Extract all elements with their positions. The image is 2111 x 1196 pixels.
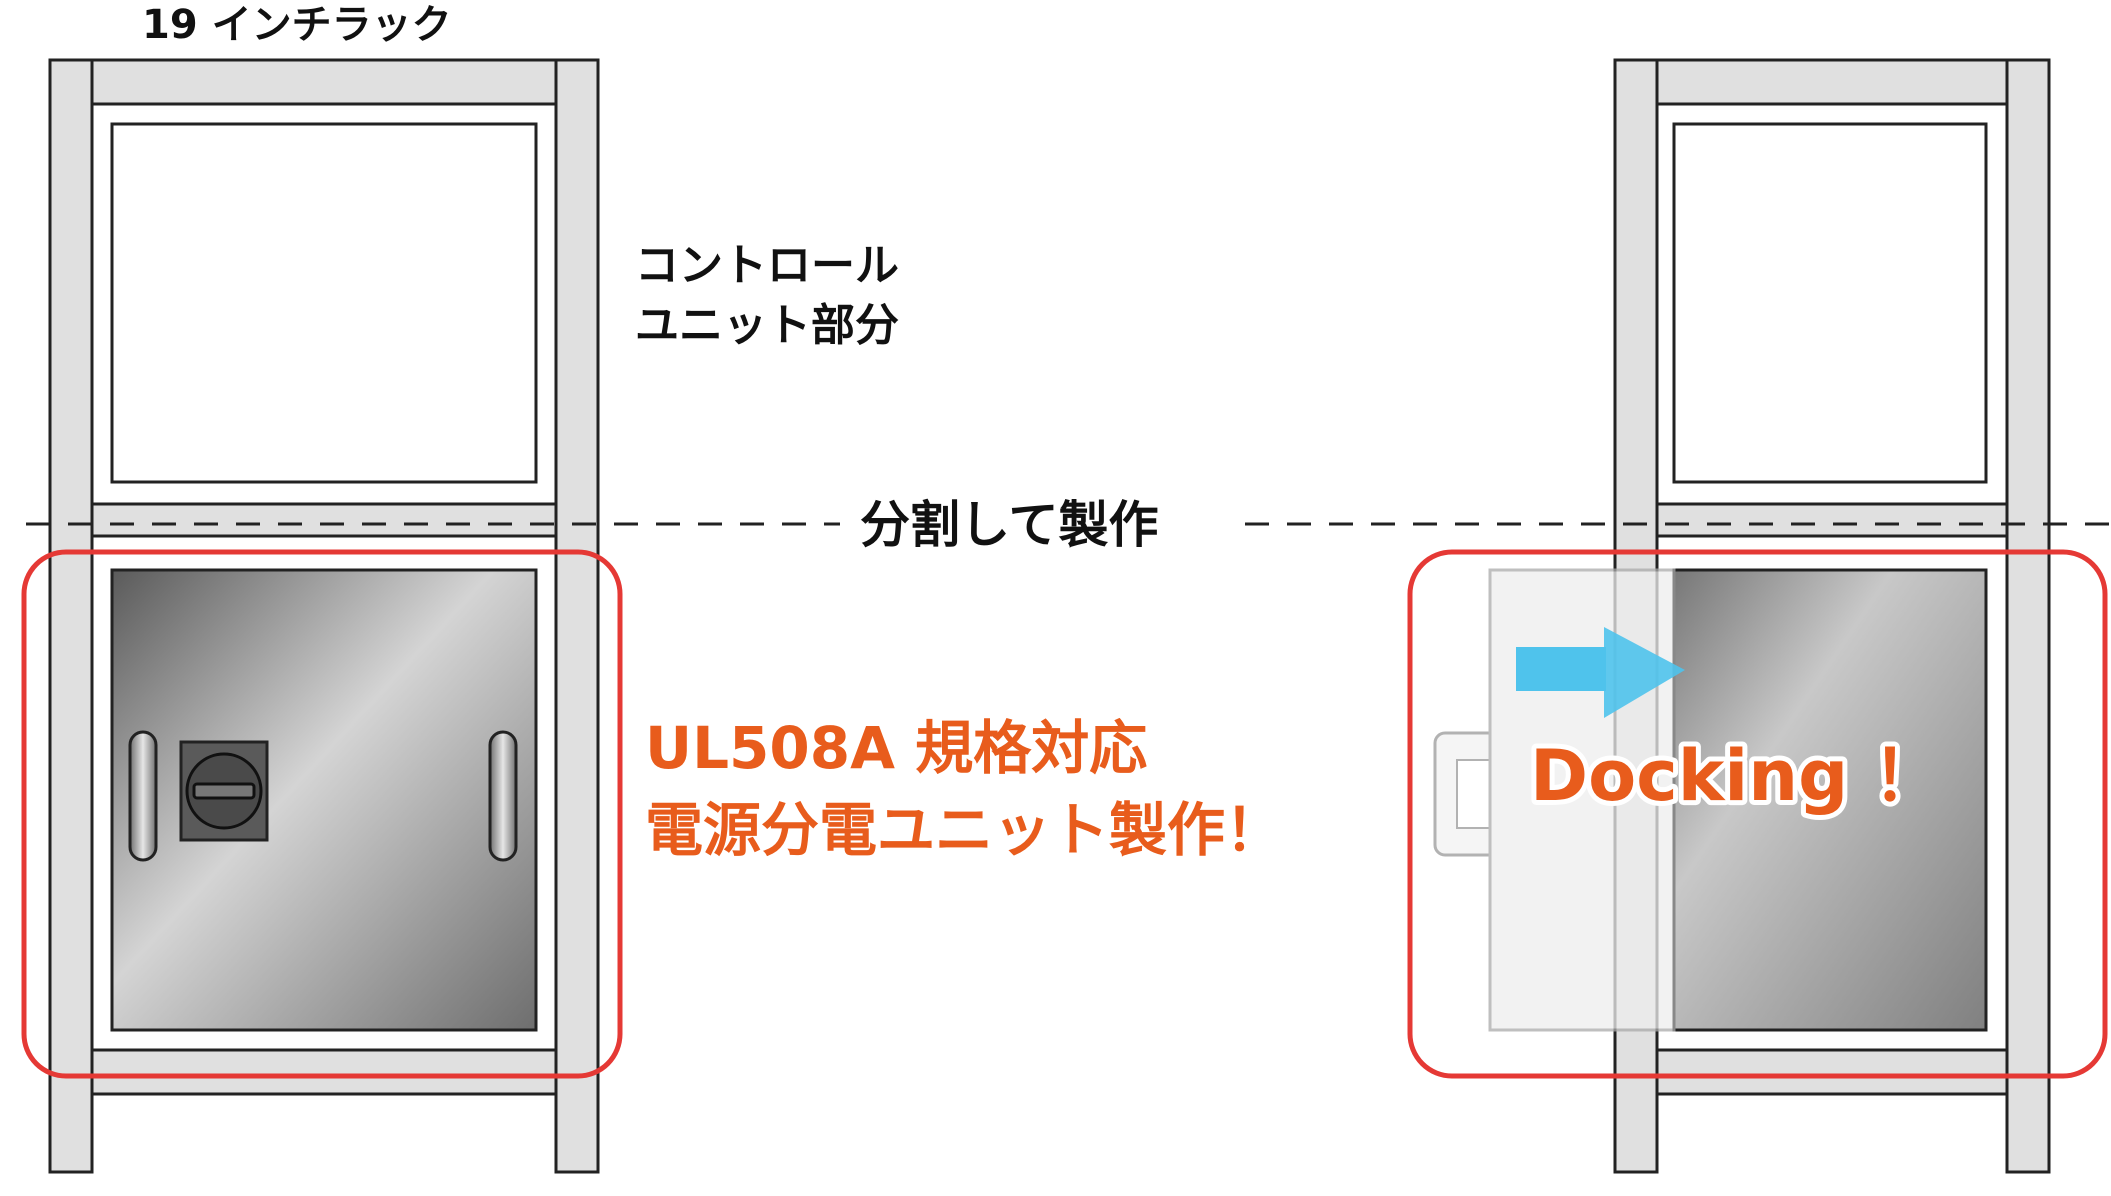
left-rack-middle-rail <box>90 502 558 538</box>
right-highlight-outline <box>1407 549 2108 1079</box>
split-note: 分割して製作 <box>860 496 1159 554</box>
right-rack-middle-rail <box>1655 502 2009 538</box>
docking-arrow-icon <box>1516 627 1685 718</box>
ul-standard-label: UL508A 規格対応 <box>645 714 1147 782</box>
left-rack-top-rail <box>90 58 558 106</box>
left-highlight-outline <box>21 549 623 1079</box>
disconnect-switch-icon <box>179 740 269 842</box>
power-unit-label: 電源分電ユニット製作！ <box>645 796 1283 864</box>
left-rack-post-left <box>48 58 94 1174</box>
left-power-unit-panel <box>110 568 538 1032</box>
left-door-handle-icon <box>128 730 158 862</box>
docking-unit-ghost <box>1433 568 1676 1032</box>
right-rack-top-rail <box>1655 58 2009 106</box>
left-rack-bottom-rail <box>90 1048 558 1096</box>
control-unit-label-line2: ユニット部分 <box>635 300 899 351</box>
left-rack-post-right <box>554 58 600 1174</box>
docking-label: Docking ！ <box>1530 735 1943 817</box>
rack-title: 19 インチラック <box>142 2 452 48</box>
left-control-unit-panel <box>110 122 538 484</box>
right-rack <box>1613 58 2051 1174</box>
control-unit-label-line1: コントロール <box>635 240 899 291</box>
ghost-panel <box>1488 568 1676 1032</box>
right-rack-bottom-rail <box>1655 1048 2009 1096</box>
right-rack-post-right <box>2005 58 2051 1174</box>
right-power-unit-panel <box>1672 568 1988 1032</box>
right-door-handle-icon <box>488 730 518 862</box>
left-rack <box>48 58 600 1174</box>
right-control-unit-panel <box>1672 122 1988 484</box>
